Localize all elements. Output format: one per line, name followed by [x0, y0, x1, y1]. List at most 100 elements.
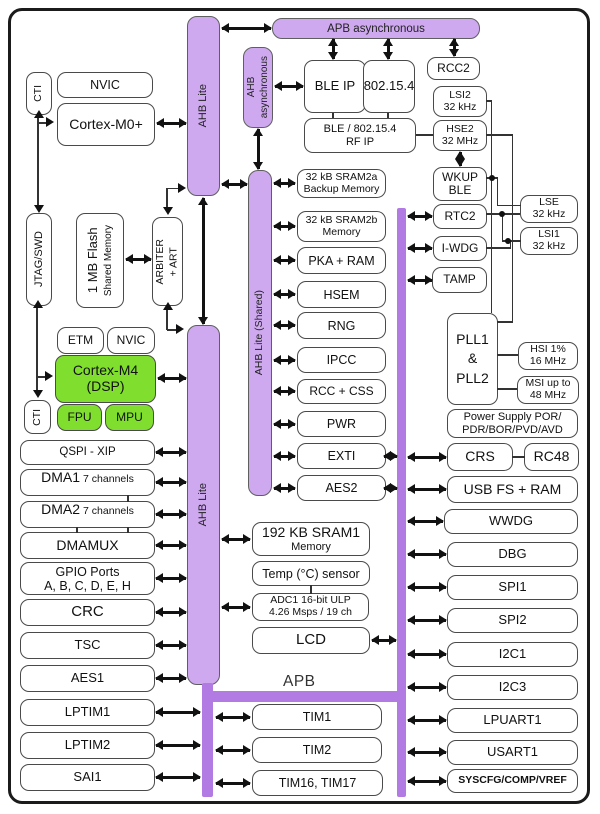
stub-bleip-rfip: [332, 113, 334, 118]
arrow-cortexm0-ahblite: [156, 118, 187, 128]
block-flash: 1 MB Flash Shared Memory: [76, 213, 124, 308]
bus-apb-right-rail: [397, 208, 406, 797]
arrow-rail-wwdg: [407, 516, 444, 526]
arrow-ahblite-apbasync: [221, 23, 272, 33]
block-gpio-line1: GPIO Ports: [55, 564, 120, 579]
block-rf-ip-line1: BLE / 802.15.4: [323, 123, 397, 136]
bus-ahb-lite-cpu2-label: AHB Lite: [197, 84, 210, 128]
block-tim2: TIM2: [252, 737, 382, 763]
block-dma1-label: DMA1: [41, 469, 81, 485]
arrowhead-into-jtag-bottom: [32, 300, 43, 308]
wire-hse2-h: [486, 134, 513, 136]
block-rc48: RC48: [524, 443, 579, 471]
block-arbiter-line2: + ART: [167, 246, 180, 277]
wire-crs-rc48: [512, 456, 525, 458]
block-nvic-cpu1: NVIC: [107, 327, 155, 354]
arrow-ahbasync-shared: [253, 128, 263, 170]
arrowhead-into-arbiter-top: [162, 207, 173, 215]
arrow-apb-tim1: [215, 712, 251, 722]
block-flash-text: 1 MB Flash Shared Memory: [85, 225, 115, 296]
wire-iwdg-join-v: [509, 240, 512, 249]
block-arbiter-art-text: ARBITER + ART: [154, 239, 181, 285]
block-wwdg: WWDG: [444, 509, 578, 534]
block-pll-line2: &: [467, 350, 478, 367]
block-fpu: FPU: [57, 404, 102, 431]
block-nvic-cpu2: NVIC: [57, 72, 153, 98]
bus-apb-left-rail: [202, 683, 213, 797]
block-gpio-line2: A, B, C, D, E, H: [44, 578, 131, 593]
arrow-exti-rail: [383, 451, 398, 461]
arrow-ahbtop-ahblow: [198, 197, 208, 325]
stub-802154-rfip: [387, 113, 389, 118]
block-flash-line1: 1 MB Flash: [85, 227, 101, 294]
block-aes2: AES2: [297, 475, 386, 501]
arrow-rail-rtc2: [407, 211, 433, 221]
block-i2c1: I2C1: [447, 642, 578, 667]
block-sram2b-line2: Memory: [322, 225, 361, 238]
block-sram2b-line1: 32 kB SRAM2b: [305, 213, 378, 226]
wire-pll-hsi: [497, 354, 518, 356]
block-power-supply: Power Supply POR/PDR/BOR/PVD/AVD: [447, 409, 578, 438]
block-ble-ip: BLE IP: [304, 60, 366, 113]
arrow-shared-hsem: [273, 289, 296, 299]
bus-apb-asynchronous-label: APB asynchronous: [327, 22, 425, 35]
wire-hse2-rail-v: [511, 134, 514, 322]
block-lsi2-line1: LSI2: [449, 88, 471, 101]
arrow-lcd-rail: [371, 635, 397, 645]
arrow-apbasync-rcc2: [449, 38, 459, 57]
block-lse-line1: LSE: [539, 196, 559, 209]
block-mpu: MPU: [105, 404, 154, 431]
arrow-dma1-ahb: [155, 477, 187, 487]
arrow-gpio-ahb: [155, 573, 187, 583]
arrow-dma2-ahb: [155, 509, 187, 519]
arrowhead-into-arbiter-bottom: [162, 302, 173, 310]
block-lptim2: LPTIM2: [20, 732, 155, 759]
block-jtag-swd: JTAG/SWD: [26, 213, 52, 306]
elbow-ahbtop-arbiter-v: [166, 188, 168, 207]
trace-jtag-cti1-v: [36, 308, 38, 393]
block-pll: PLL1 & PLL2: [447, 313, 498, 405]
arrowhead-into-cti-cpu2: [33, 110, 44, 118]
arrow-qspi-ahb: [155, 447, 187, 457]
wire-rtc2-lsi1-v: [501, 213, 504, 241]
arrow-shared-sram2b: [273, 221, 296, 231]
trace-cti-jtag-v: [37, 118, 39, 210]
block-dma2-label: DMA2: [41, 501, 81, 517]
block-usart1: USART1: [447, 740, 578, 765]
block-tamp: TAMP: [432, 267, 487, 293]
arrow-shared-rng: [273, 320, 296, 330]
arrow-shared-aes2: [273, 483, 296, 493]
arrow-shared-ipcc: [273, 355, 296, 365]
block-arbiter-line1: ARBITER: [153, 238, 166, 285]
block-sram2a-line1: 32 kB SRAM2a: [305, 170, 378, 183]
stub-dma1-dma2: [127, 495, 129, 502]
block-rng: RNG: [297, 312, 386, 339]
wire-wkup-lse-v: [496, 177, 499, 206]
arrowhead-into-ahblow: [176, 324, 184, 335]
arrow-rail-i2c3: [407, 682, 447, 692]
block-spi1: SPI1: [447, 575, 578, 600]
block-lsi1: LSI1 32 kHz: [520, 227, 578, 255]
block-aes1: AES1: [20, 665, 155, 692]
arrow-ahbasync-bleip: [274, 81, 304, 91]
wire-iwdg-h: [486, 247, 511, 249]
block-rcc2: RCC2: [427, 57, 480, 80]
bus-ahb-lite-cpu1-label: AHB Lite: [197, 483, 210, 527]
arrow-flash-arbiter: [125, 254, 152, 264]
elbow-arbiter-ahblow-v: [166, 310, 168, 330]
block-dma1-sub: 7 channels: [83, 473, 134, 485]
arrow-rail-syscfg: [407, 776, 447, 786]
block-hse2: HSE2 32 MHz: [433, 120, 487, 151]
block-spi2: SPI2: [447, 608, 578, 633]
block-cti-cpu2-label: CTI: [32, 85, 45, 102]
bus-apb-label: APB: [283, 673, 316, 690]
block-crc: CRC: [20, 599, 155, 626]
block-crs: CRS: [447, 443, 513, 471]
arrow-rail-lpuart1: [407, 715, 447, 725]
arrowhead-into-ahbtop: [178, 182, 186, 193]
